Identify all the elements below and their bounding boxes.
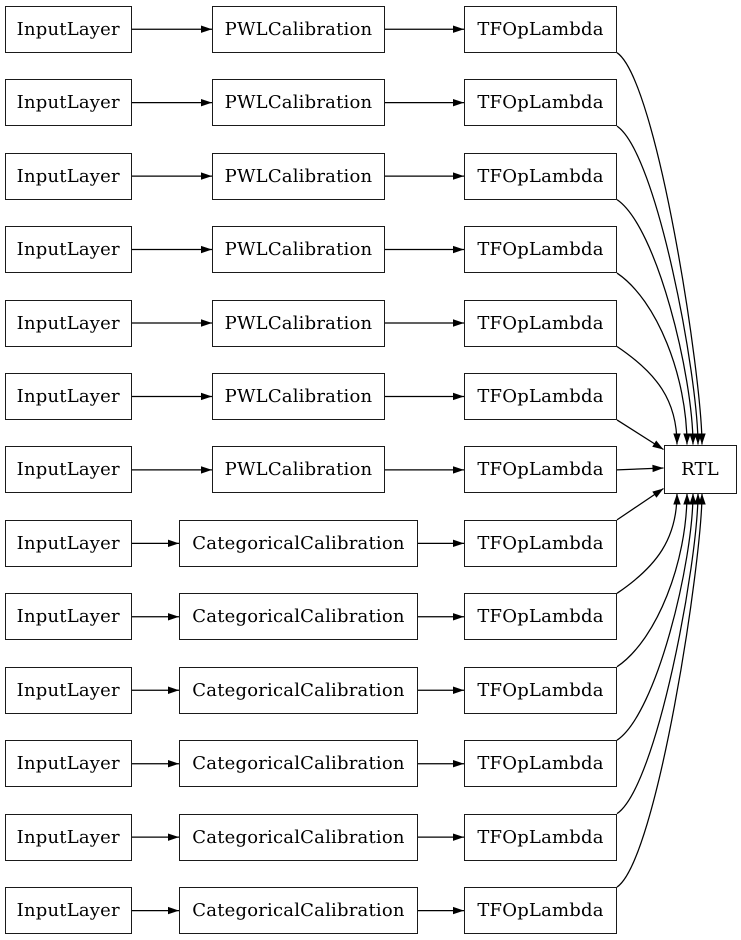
tfoplambda-node: TFOpLambda [464, 79, 617, 127]
edge-lambda-to-rtl [616, 419, 664, 451]
tfoplambda-node: TFOpLambda [464, 887, 617, 935]
tfoplambda-node: TFOpLambda [464, 593, 617, 641]
tfoplambda-node: TFOpLambda [464, 226, 617, 274]
edge-lambda-to-rtl [616, 493, 702, 815]
edge-lambda-to-rtl [616, 464, 664, 473]
tfoplambda-node: TFOpLambda [464, 446, 617, 494]
input-layer-node: InputLayer [4, 519, 132, 567]
input-layer-node: InputLayer [4, 152, 132, 200]
edge-lambda-to-rtl [616, 125, 702, 445]
tfoplambda-node: TFOpLambda [464, 152, 617, 200]
edge-lambda-to-rtl [616, 493, 691, 668]
input-layer-node: InputLayer [4, 446, 132, 494]
edge-lambda-to-rtl [616, 493, 697, 741]
input-layer-node: InputLayer [4, 813, 132, 861]
input-layer-node: InputLayer [4, 5, 132, 53]
input-layer-node: InputLayer [4, 666, 132, 714]
edge-lambda-to-rtl [616, 493, 706, 888]
input-layer-node: InputLayer [4, 79, 132, 127]
rtl-node: RTL [663, 444, 737, 494]
edge-lambda-to-rtl [616, 493, 681, 594]
calibration-node: PWLCalibration [212, 79, 385, 127]
input-layer-node: InputLayer [4, 740, 132, 788]
input-layer-node: InputLayer [4, 299, 132, 347]
tfoplambda-node: TFOpLambda [464, 299, 617, 347]
edge-lambda-to-rtl [616, 52, 706, 445]
edge-lambda-to-rtl [616, 487, 664, 521]
tfoplambda-node: TFOpLambda [464, 666, 617, 714]
tfoplambda-node: TFOpLambda [464, 5, 617, 53]
calibration-node: PWLCalibration [212, 152, 385, 200]
calibration-node: PWLCalibration [212, 5, 385, 53]
tfoplambda-node: TFOpLambda [464, 372, 617, 420]
calibration-node: CategoricalCalibration [179, 519, 418, 567]
calibration-node: PWLCalibration [212, 226, 385, 274]
calibration-node: CategoricalCalibration [179, 666, 418, 714]
tfoplambda-node: TFOpLambda [464, 813, 617, 861]
input-layer-node: InputLayer [4, 887, 132, 935]
edge-lambda-to-rtl [616, 345, 681, 445]
calibration-node: CategoricalCalibration [179, 887, 418, 935]
calibration-node: CategoricalCalibration [179, 813, 418, 861]
input-layer-node: InputLayer [4, 226, 132, 274]
edge-lambda-to-rtl [616, 199, 697, 445]
calibration-node: PWLCalibration [212, 299, 385, 347]
calibration-node: CategoricalCalibration [179, 740, 418, 788]
calibration-node: PWLCalibration [212, 372, 385, 420]
input-layer-node: InputLayer [4, 593, 132, 641]
calibration-node: CategoricalCalibration [179, 593, 418, 641]
calibration-node: PWLCalibration [212, 446, 385, 494]
tfoplambda-node: TFOpLambda [464, 740, 617, 788]
edge-lambda-to-rtl [616, 272, 691, 445]
input-layer-node: InputLayer [4, 372, 132, 420]
tfoplambda-node: TFOpLambda [464, 519, 617, 567]
